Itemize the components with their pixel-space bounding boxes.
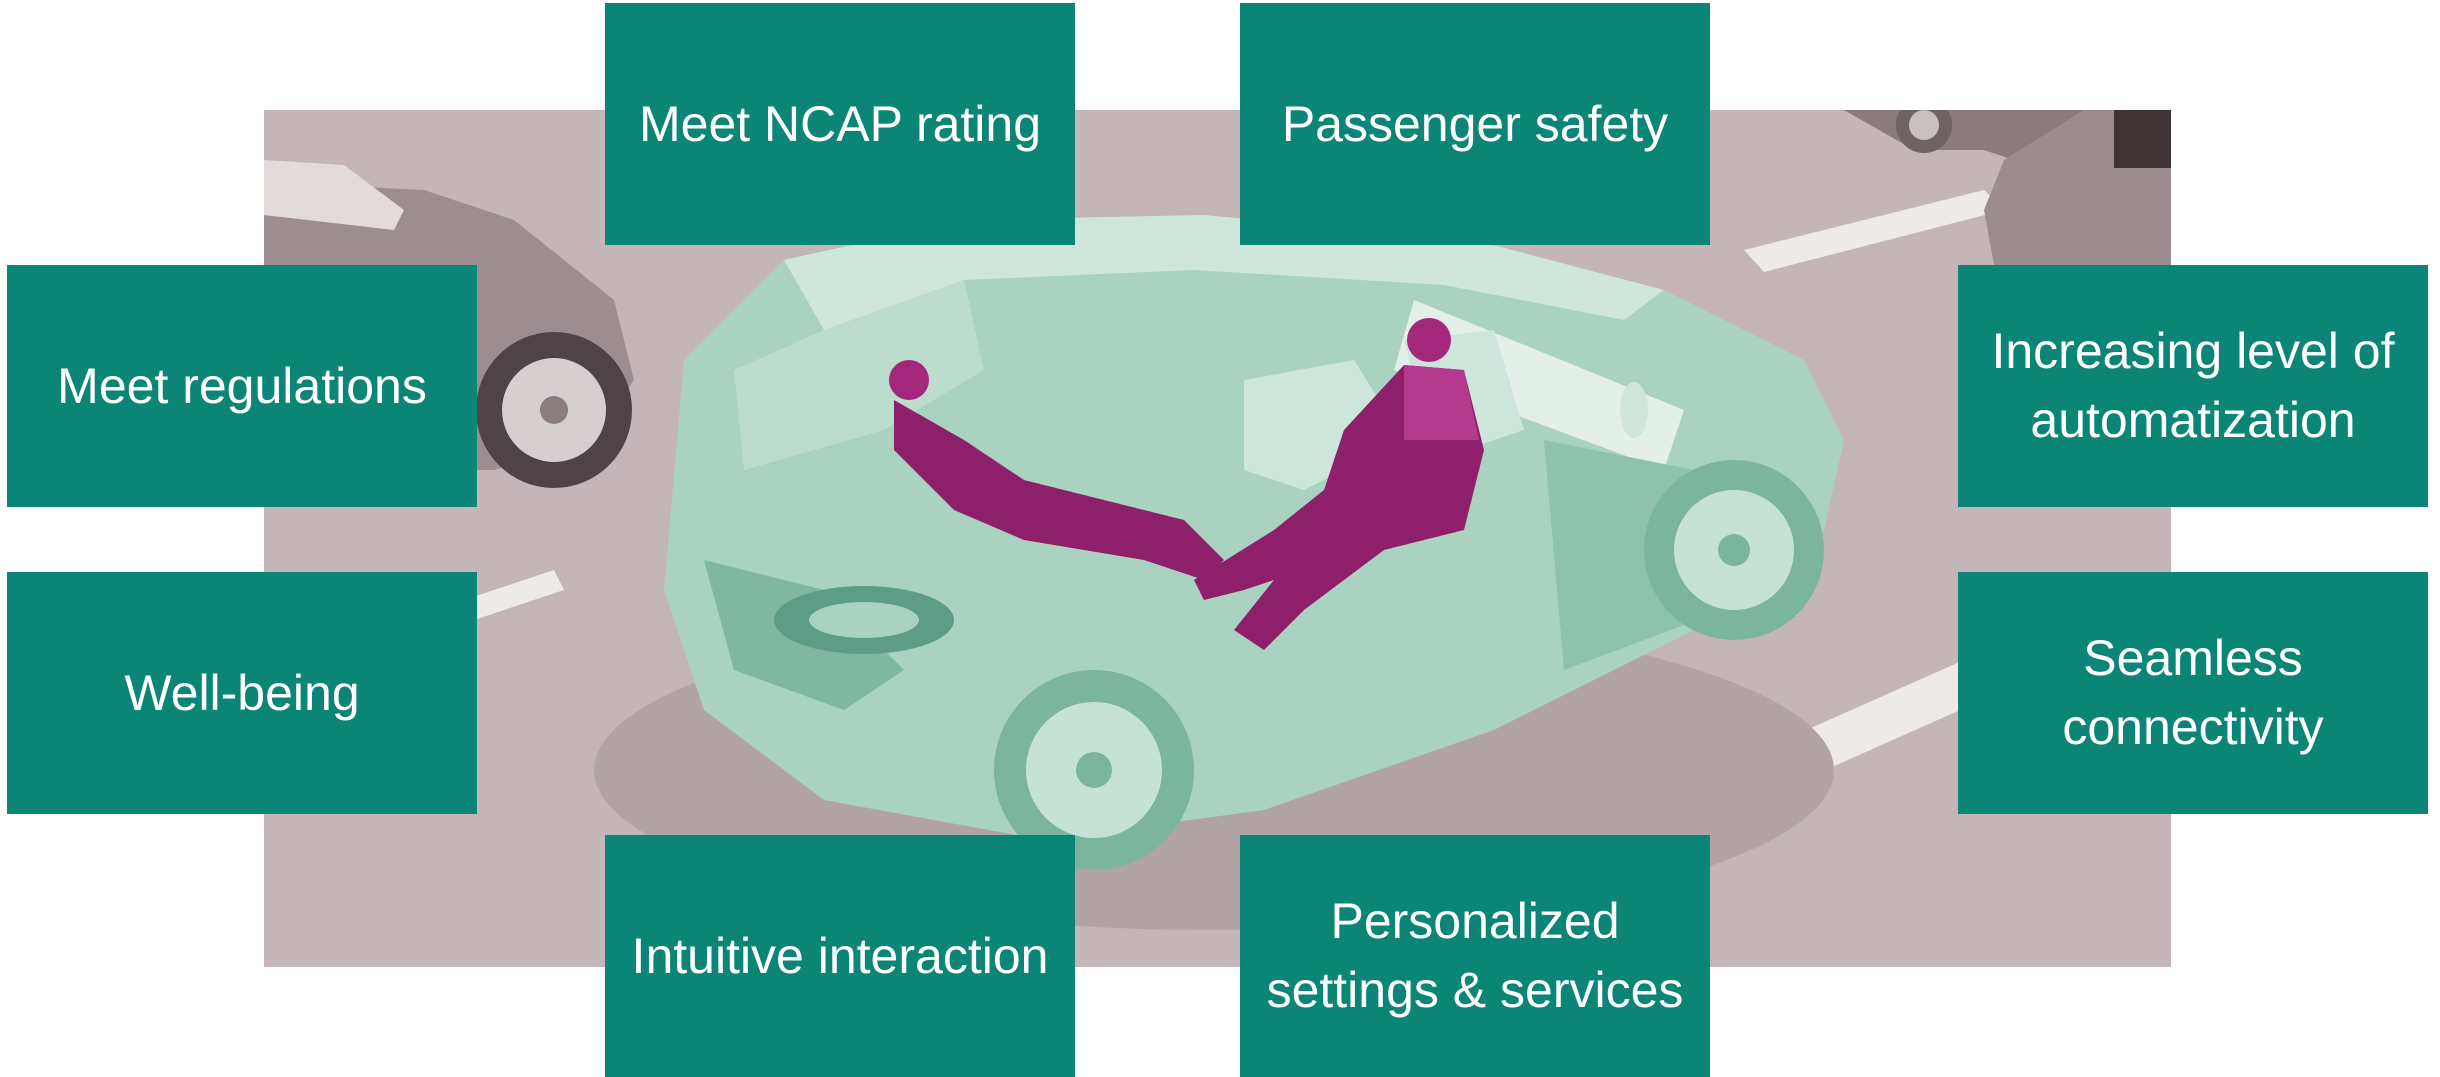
label-increasing-automatization: Increasing level of automatization (1958, 265, 2428, 507)
label-text: Increasing level of automatization (1991, 323, 2395, 448)
label-personalized-settings: Personalized settings & services (1240, 835, 1710, 1077)
label-well-being: Well-being (7, 572, 477, 814)
tail-light-inner (809, 602, 919, 638)
label-text: Meet NCAP rating (638, 95, 1042, 152)
label-intuitive-interaction: Intuitive interaction (605, 835, 1075, 1077)
autonomous-car-illustration (264, 110, 2171, 967)
label-text: Passenger safety (1281, 95, 1669, 152)
hub (1909, 110, 1939, 140)
parked-car-hood (264, 160, 404, 230)
car-windshield (734, 280, 984, 470)
car-interior-scene (264, 110, 2171, 967)
side-mirror (1620, 382, 1648, 438)
man-head (1407, 318, 1451, 362)
label-text: Seamless connectivity (2062, 630, 2324, 755)
label-text: Meet regulations (57, 357, 427, 414)
lane-marking-top-right (1744, 190, 2004, 272)
woman-body (894, 400, 1224, 580)
label-seamless-connectivity: Seamless connectivity (1958, 572, 2428, 814)
man-shirt (1404, 365, 1479, 440)
woman-head (889, 360, 929, 400)
left-hub (540, 396, 568, 424)
label-text: Well-being (124, 664, 360, 721)
dark-corner (2114, 110, 2171, 168)
label-text: Personalized settings & services (1266, 893, 1684, 1018)
rear-wheel-hub (1076, 752, 1112, 788)
front-wheel-hub (1718, 534, 1750, 566)
label-text: Intuitive interaction (631, 927, 1049, 984)
label-meet-regulations: Meet regulations (7, 265, 477, 507)
label-meet-ncap-rating: Meet NCAP rating (605, 3, 1075, 245)
label-passenger-safety: Passenger safety (1240, 3, 1710, 245)
